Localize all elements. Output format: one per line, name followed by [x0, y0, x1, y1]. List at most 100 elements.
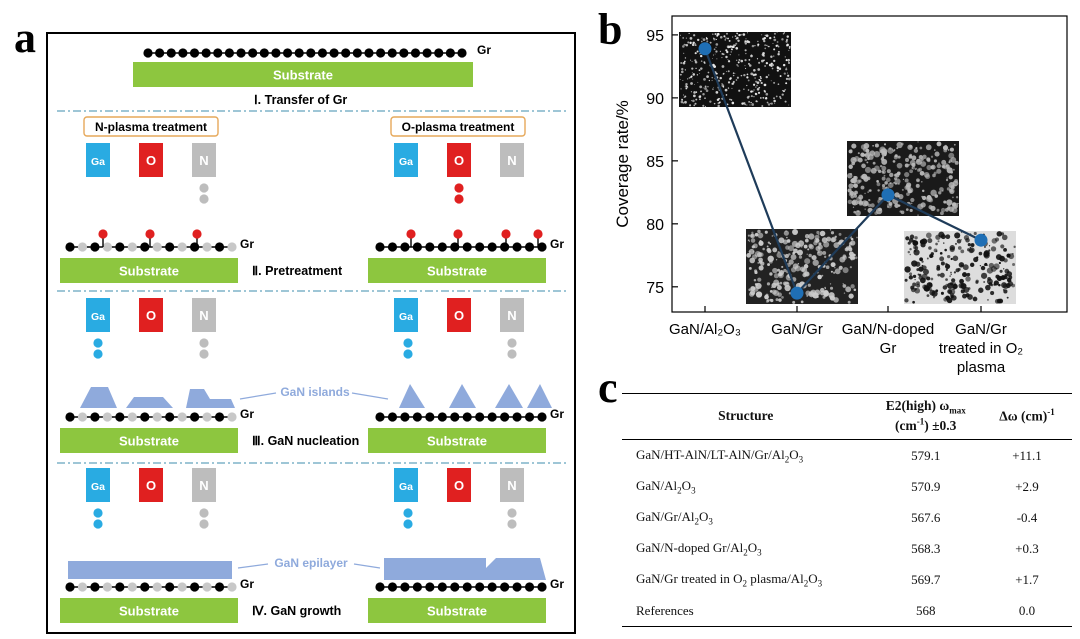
sem-grain	[886, 193, 889, 196]
sem-grain	[747, 89, 750, 91]
sem-grain	[913, 249, 917, 253]
sem-grain	[779, 97, 782, 100]
sem-grain	[788, 253, 791, 256]
sem-grain	[778, 67, 782, 71]
precursor-n	[192, 143, 216, 177]
sem-grain	[952, 255, 959, 262]
sem-grain	[881, 176, 886, 181]
sem-grain	[918, 155, 923, 160]
oxygen-adatom	[192, 229, 202, 239]
sem-grain	[881, 148, 883, 151]
gr-label: Gr	[550, 577, 564, 591]
sem-grain	[945, 278, 948, 281]
sem-grain	[816, 250, 823, 256]
sem-grain	[950, 273, 952, 276]
sem-grain	[848, 149, 853, 154]
sem-grain	[854, 192, 857, 196]
sem-grain	[760, 261, 765, 266]
sem-grain	[917, 179, 919, 182]
sem-grain	[853, 193, 856, 196]
sem-grain	[777, 52, 780, 56]
sem-grain	[978, 238, 984, 244]
sem-grain	[958, 282, 964, 289]
sem-grain	[904, 178, 909, 183]
sem-grain	[988, 282, 991, 285]
sem-grain	[819, 290, 825, 296]
sem-grain	[771, 286, 773, 289]
sem-grain	[911, 162, 916, 167]
sem-grain	[770, 102, 773, 105]
sem-grain	[759, 240, 762, 243]
precursor-dot	[93, 338, 103, 348]
sem-grain	[944, 201, 947, 204]
gan-islands-label: GaN islands	[280, 385, 350, 399]
sem-grain	[788, 259, 794, 265]
carbon-atom	[375, 242, 385, 252]
sem-grain	[775, 44, 778, 47]
sem-grain	[755, 80, 758, 83]
sem-grain	[712, 33, 714, 35]
sem-grain	[803, 244, 808, 249]
sem-grain	[785, 82, 788, 85]
precursor-ga-label: Ga	[91, 156, 105, 168]
sem-inset-gan-gr	[746, 229, 858, 304]
substrate-block	[133, 62, 473, 87]
sem-grain	[945, 164, 948, 167]
sem-grain	[861, 163, 866, 169]
sem-grain	[889, 182, 892, 184]
sem-grain	[693, 34, 696, 37]
pointer-arrow	[239, 392, 277, 400]
sem-grain	[926, 157, 931, 162]
carbon-atom	[165, 582, 175, 592]
sem-grain	[1006, 253, 1011, 258]
carbon-atom	[500, 242, 510, 252]
sem-grain	[822, 295, 826, 299]
sem-grain	[697, 81, 699, 83]
sem-grain	[928, 246, 932, 250]
carbon-atom	[341, 48, 351, 58]
sem-grain	[952, 202, 959, 209]
sem-grain	[939, 252, 943, 255]
sem-grain	[690, 59, 692, 61]
sem-grain	[921, 273, 928, 280]
sem-grain	[897, 195, 900, 198]
sem-grain	[864, 166, 872, 174]
sem-grain	[847, 300, 851, 304]
carbon-atom	[500, 582, 510, 592]
sem-grain	[819, 287, 825, 293]
sem-grain	[1004, 275, 1008, 280]
precursor-dot	[403, 338, 413, 348]
sem-grain	[950, 185, 955, 190]
sem-grain	[966, 273, 970, 277]
sem-grain	[904, 163, 909, 168]
sem-grain	[908, 238, 914, 243]
sem-grain	[763, 40, 766, 43]
sem-grain	[968, 248, 974, 254]
sem-grain	[885, 177, 891, 183]
sem-grain	[746, 253, 751, 258]
sem-grain	[951, 207, 958, 214]
header-delta-omega: Δω (cm)-1	[982, 393, 1072, 441]
sem-grain	[795, 282, 802, 289]
sem-grain	[847, 173, 853, 179]
dopant-atom	[177, 242, 187, 252]
sem-grain	[730, 51, 732, 53]
sem-grain	[833, 297, 839, 303]
dopant-atom	[102, 412, 112, 422]
precursor-dot	[507, 519, 517, 529]
sem-grain	[757, 101, 759, 103]
sem-grain	[863, 153, 867, 157]
carbon-atom	[214, 412, 225, 422]
sem-grain	[910, 202, 913, 205]
sem-grain	[947, 254, 951, 259]
precursor-o	[139, 298, 163, 332]
sem-grain	[694, 84, 695, 86]
carbon-atom	[399, 48, 409, 58]
sem-grain	[829, 229, 832, 231]
sem-grain	[851, 143, 857, 149]
sem-grain	[952, 283, 958, 289]
sem-grain	[851, 200, 857, 206]
sem-grain	[781, 93, 784, 96]
sem-grain	[721, 97, 724, 100]
